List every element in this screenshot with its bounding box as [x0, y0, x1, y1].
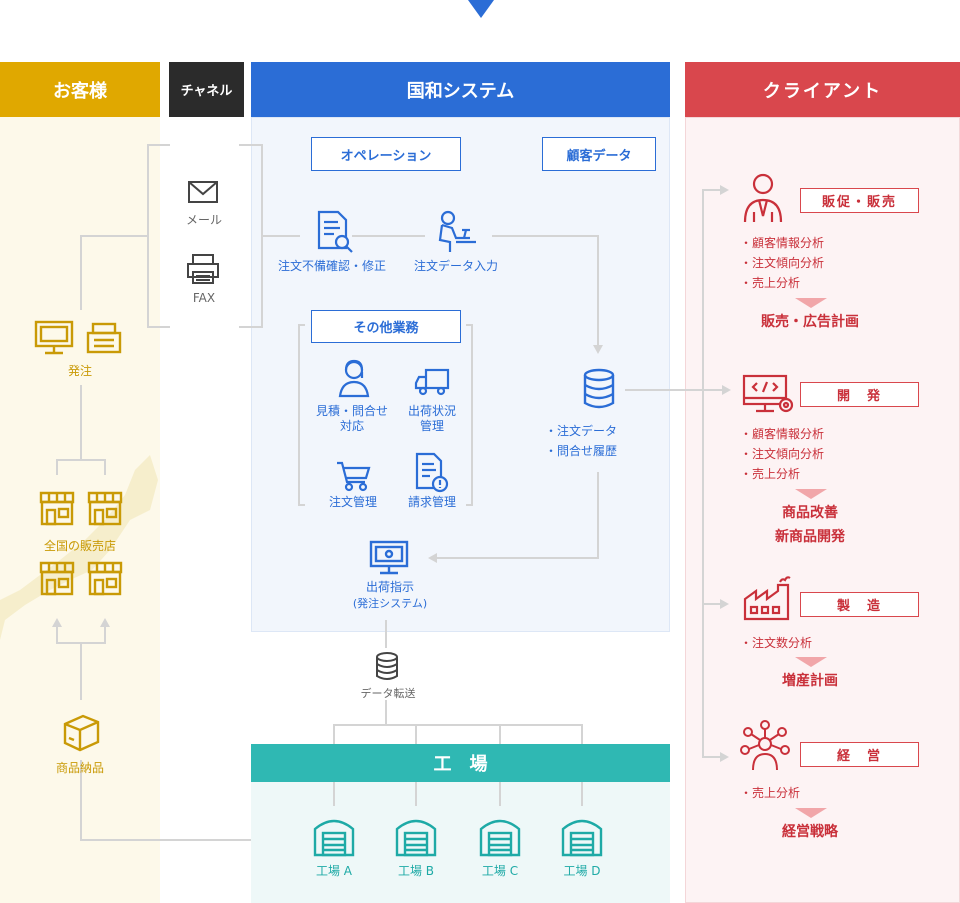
client-dev-result-line-1: 商品改善: [782, 505, 838, 521]
system-panel: [251, 117, 670, 632]
channel-header: チャネル: [169, 62, 244, 117]
customer-data-label: 顧客データ: [542, 137, 656, 171]
down-arrow-icon: [795, 808, 827, 818]
shipping-line-1: 出荷状況: [407, 404, 456, 418]
plant-c-label: 工場 C: [481, 864, 519, 878]
billing-label: 請求管理: [407, 495, 456, 509]
mail-icon: [188, 181, 218, 203]
database-icon: [583, 368, 615, 409]
document-search-icon: [317, 210, 353, 253]
package-icon: [63, 714, 100, 752]
top-arrow-icon: [468, 0, 494, 18]
operation-label: オペレーション: [311, 137, 461, 171]
store-icon: [87, 491, 123, 526]
factory-icon: [743, 576, 791, 621]
estimate-label: 見積・問合せ対応: [302, 404, 402, 434]
japan-map-image: [0, 455, 158, 640]
client-dev-item: ・顧客情報分析: [740, 427, 825, 441]
customer-header: お客様: [0, 62, 160, 117]
store-icon: [87, 561, 123, 596]
client-dev-item: ・売上分析: [740, 467, 801, 481]
store-icon: [39, 491, 75, 526]
transfer-database-icon: [376, 652, 398, 680]
estimate-line-2: 対応: [339, 419, 364, 433]
client-sales-label: 販促・販売: [800, 188, 919, 213]
fax-machine-icon: [86, 322, 122, 354]
shipping-line-2: 管理: [419, 419, 444, 433]
client-dev-label: 開 発: [800, 382, 919, 407]
client-sales-item: ・売上分析: [740, 276, 801, 290]
client-sales-item: ・注文傾向分析: [740, 256, 825, 270]
check-fix-label: 注文不備確認・修正: [277, 259, 386, 273]
client-mgmt-label: 経 営: [800, 742, 919, 767]
down-arrow-icon: [795, 657, 827, 667]
operator-at-desk-icon: [438, 210, 476, 252]
db-item-inquiries: ・問合せ履歴: [545, 444, 618, 458]
client-mgmt-result: 経営戦略: [782, 824, 838, 840]
warehouse-icon: [561, 819, 603, 857]
network-person-icon: [740, 720, 790, 771]
client-mfg-item: ・注文数分析: [740, 636, 813, 650]
factory-header: 工 場: [251, 744, 670, 782]
truck-icon: [414, 368, 450, 396]
other-tasks-label: その他業務: [311, 310, 461, 343]
warehouse-icon: [313, 819, 355, 857]
computer-icon: [34, 320, 74, 355]
estimate-line-1: 見積・問合せ: [315, 404, 388, 418]
db-item-orders: ・注文データ: [545, 424, 618, 438]
transfer-label: データ転送: [360, 687, 416, 700]
client-dev-result-line-2: 新商品開発: [775, 529, 845, 545]
warehouse-icon: [479, 819, 521, 857]
client-mfg-label: 製 造: [800, 592, 919, 617]
mail-label: メール: [185, 213, 222, 227]
order-label: 発注: [67, 364, 92, 378]
businessman-icon: [743, 173, 783, 223]
warehouse-icon: [395, 819, 437, 857]
down-arrow-icon: [795, 298, 827, 308]
stores-label: 全国の販売店: [43, 539, 116, 553]
dev-monitor-gear-icon: [742, 374, 794, 413]
printer-icon: [187, 254, 219, 284]
shopping-cart-icon: [337, 461, 371, 492]
down-arrow-icon: [795, 489, 827, 499]
invoice-alert-icon: [415, 452, 449, 493]
client-header: クライアント: [685, 62, 960, 117]
ship-system-label: (発注システム): [352, 597, 428, 610]
shipping-status-label: 出荷状況管理: [392, 404, 472, 434]
client-sales-result: 販売・広告計画: [761, 314, 859, 330]
ship-instruction-label: 出荷指示: [365, 580, 414, 594]
system-header: 国和システム: [251, 62, 670, 117]
store-icon: [39, 561, 75, 596]
client-panel: [685, 117, 960, 903]
client-mgmt-item: ・売上分析: [740, 786, 801, 800]
fax-label: FAX: [192, 291, 216, 305]
client-sales-item: ・顧客情報分析: [740, 236, 825, 250]
client-dev-result: 商品改善新商品開発: [730, 501, 890, 549]
client-dev-item: ・注文傾向分析: [740, 447, 825, 461]
delivery-label: 商品納品: [55, 761, 104, 775]
order-mgmt-label: 注文管理: [328, 495, 377, 509]
plant-b-label: 工場 B: [397, 864, 435, 878]
support-agent-icon: [338, 359, 370, 398]
plant-d-label: 工場 D: [563, 864, 601, 878]
data-entry-label: 注文データ入力: [413, 259, 498, 273]
plant-a-label: 工場 A: [315, 864, 353, 878]
client-mfg-result: 増産計画: [782, 673, 838, 689]
shipping-monitor-icon: [369, 540, 409, 575]
